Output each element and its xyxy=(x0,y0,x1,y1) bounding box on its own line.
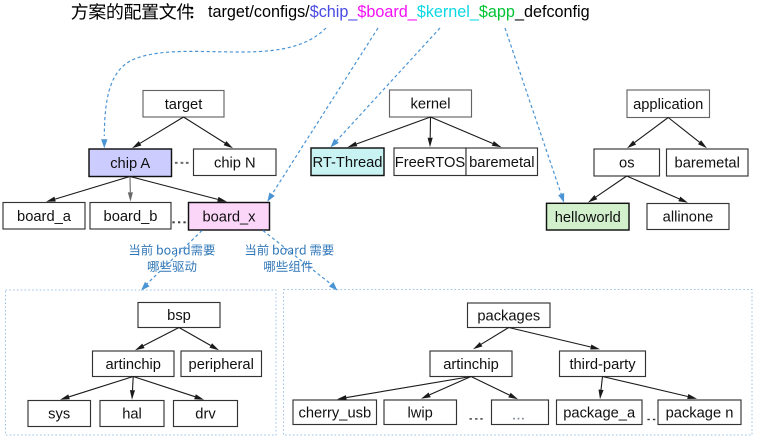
svg-text:board_x: board_x xyxy=(202,209,256,225)
svg-text:board_a: board_a xyxy=(17,209,72,225)
svg-text:target: target xyxy=(165,97,203,113)
svg-text:board_b: board_b xyxy=(104,209,158,225)
svg-text:baremetal: baremetal xyxy=(469,155,534,171)
svg-text:bsp: bsp xyxy=(167,308,191,324)
svg-text:kernel: kernel xyxy=(410,97,450,113)
svg-text:sys: sys xyxy=(48,407,70,423)
svg-text:chip A: chip A xyxy=(110,156,150,172)
svg-text:hal: hal xyxy=(122,407,142,423)
svg-text:allinone: allinone xyxy=(663,210,714,226)
svg-text:target/configs/$chip_$board_$k: target/configs/$chip_$board_$kernel_$app… xyxy=(208,3,590,21)
svg-text:third-party: third-party xyxy=(569,357,636,373)
svg-text:artinchip: artinchip xyxy=(443,357,499,373)
svg-text:chip N: chip N xyxy=(214,155,256,171)
svg-text:FreeRTOS: FreeRTOS xyxy=(395,155,466,171)
svg-text:peripheral: peripheral xyxy=(189,357,254,373)
svg-text:os: os xyxy=(619,156,635,172)
svg-text:lwip: lwip xyxy=(408,405,433,421)
svg-text:package_a: package_a xyxy=(563,405,636,421)
svg-text:application: application xyxy=(633,97,703,113)
svg-text:artinchip: artinchip xyxy=(105,357,161,373)
svg-text:packages: packages xyxy=(477,308,540,324)
svg-text:baremetal: baremetal xyxy=(675,156,740,172)
svg-text:cherry_usb: cherry_usb xyxy=(298,405,371,421)
svg-text:package n: package n xyxy=(666,405,734,421)
svg-text:drv: drv xyxy=(195,407,216,423)
svg-text:helloworld: helloworld xyxy=(555,210,621,226)
svg-text:RT-Thread: RT-Thread xyxy=(313,155,383,171)
